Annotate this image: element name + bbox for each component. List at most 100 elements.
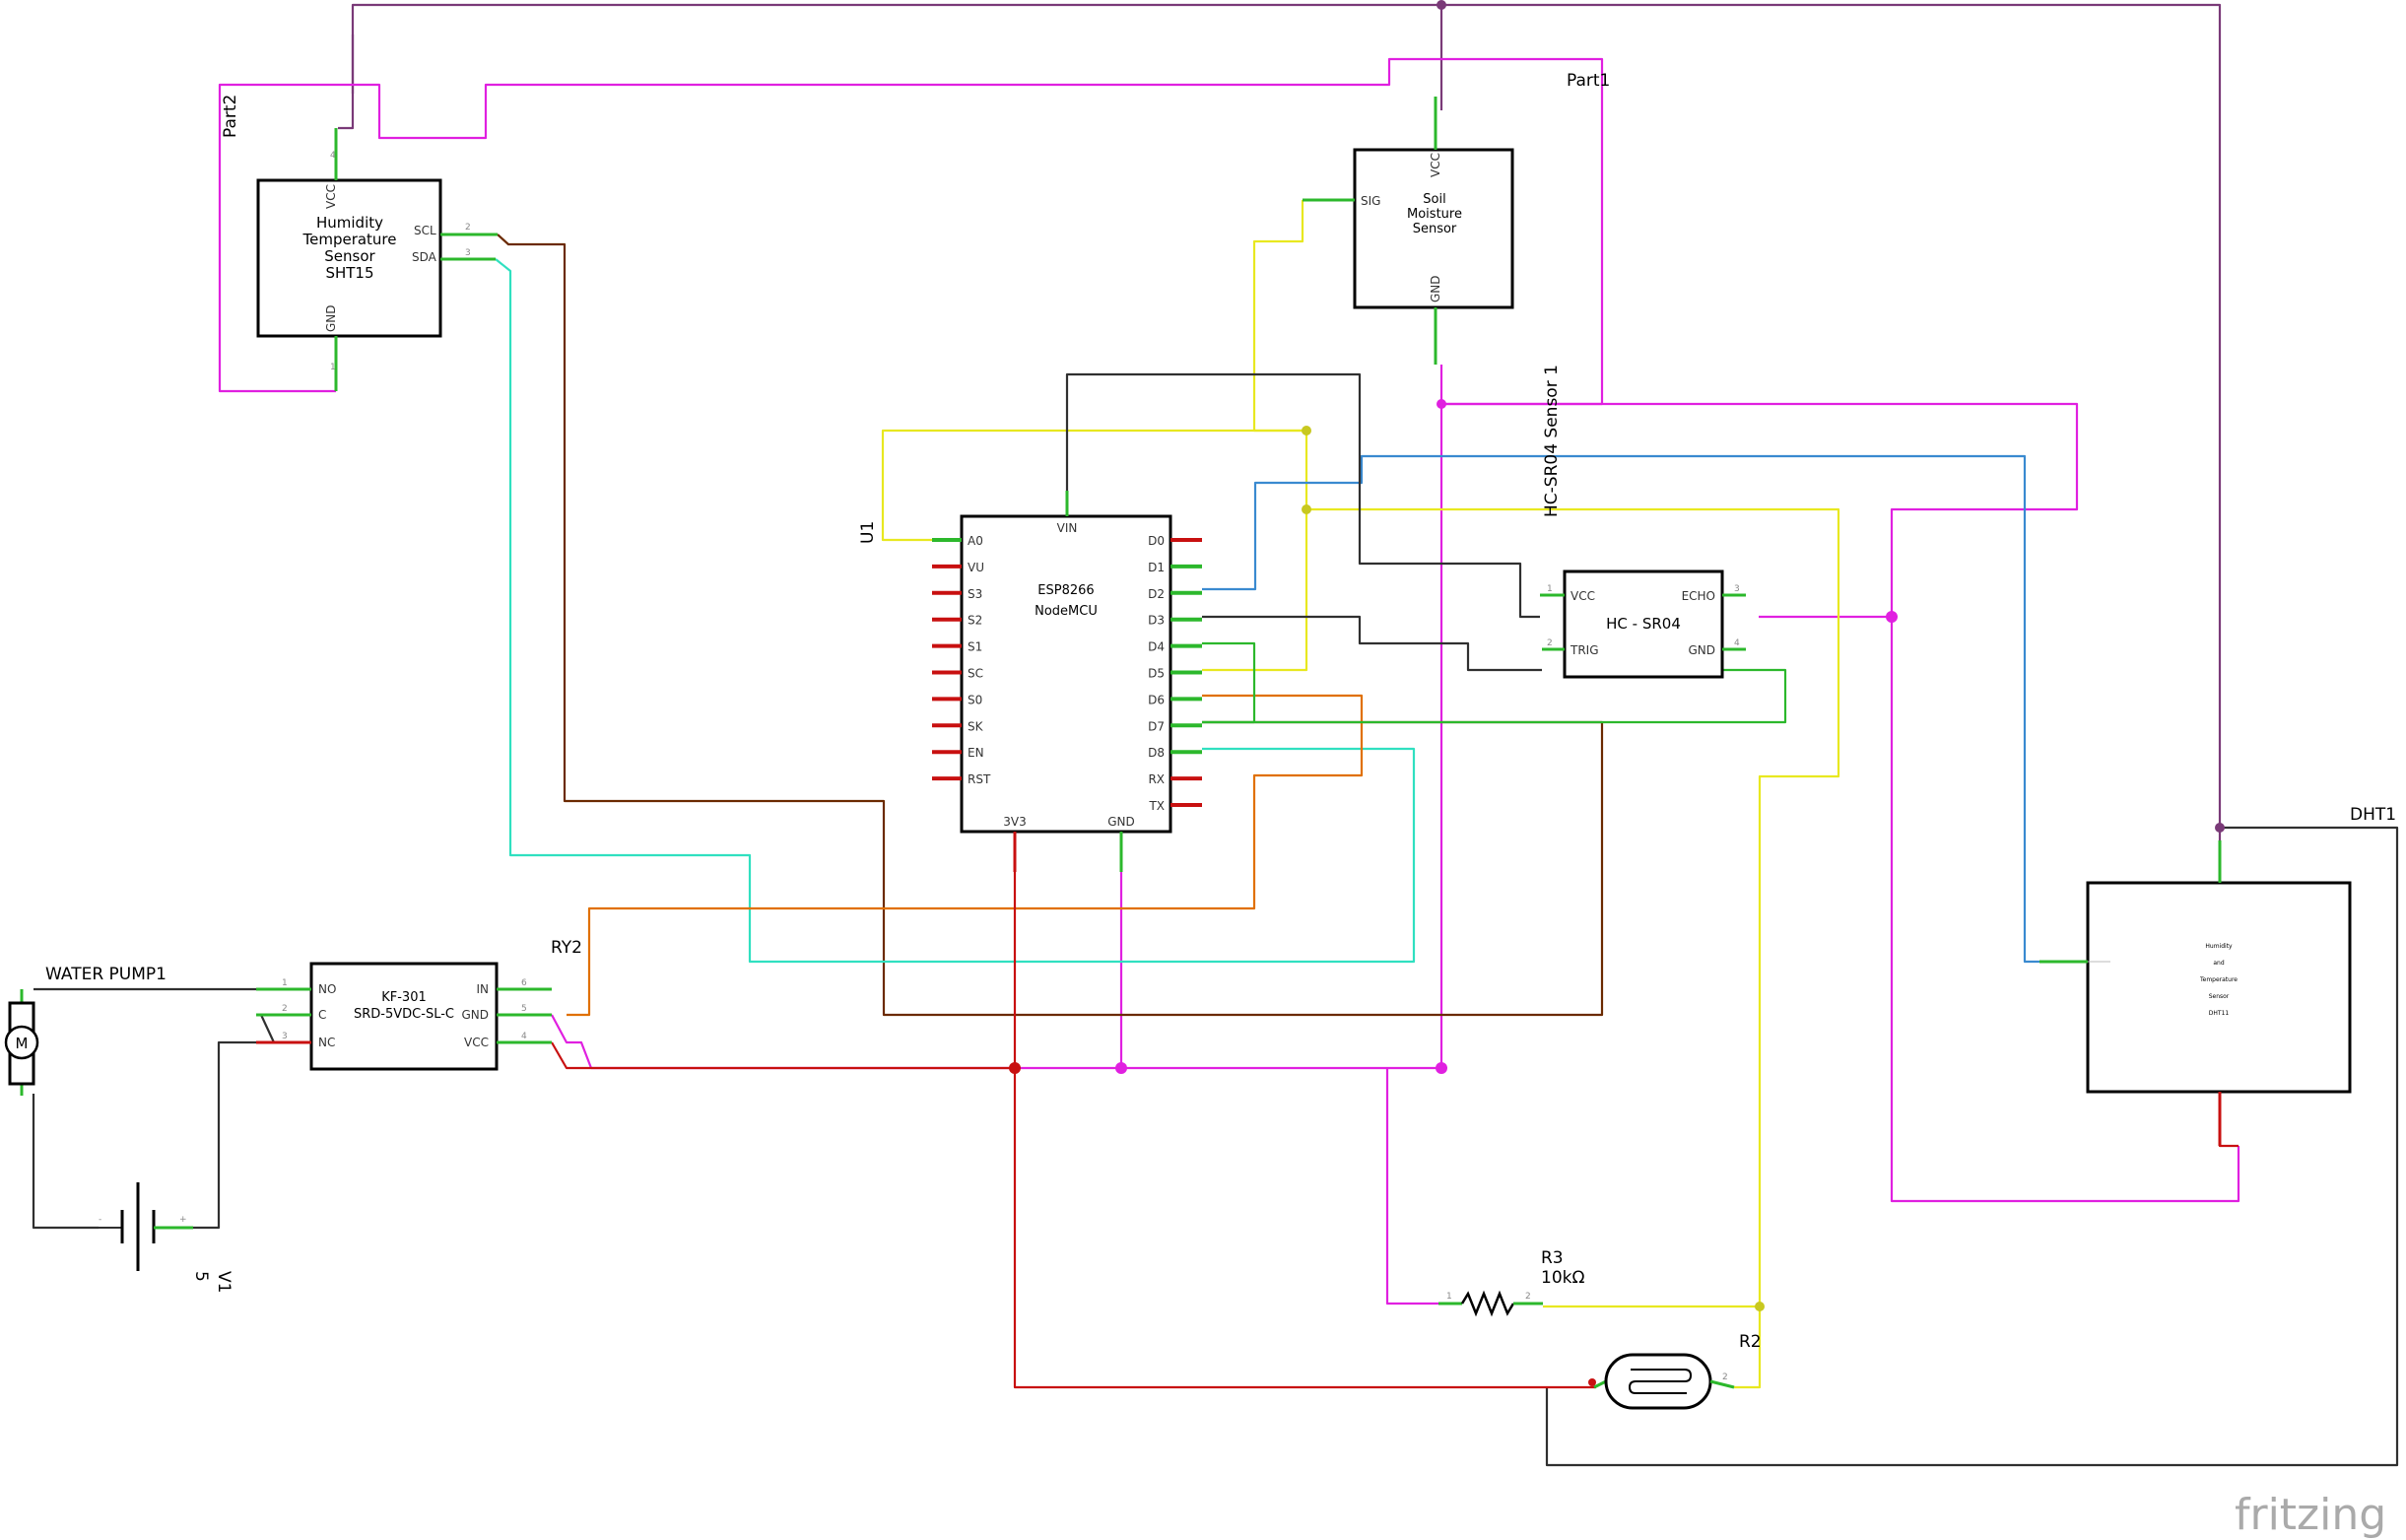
junction-dot	[1302, 426, 1311, 435]
wire-black-battery	[32, 1094, 99, 1230]
nodemcu-pin-label: S1	[968, 640, 982, 654]
wire-yellow-d5	[1306, 507, 1840, 1308]
wire-red-dht-gnd	[2218, 1094, 2239, 1148]
nodemcu-3v3-label: 3V3	[1003, 815, 1026, 829]
relay-module: KF-301 SRD-5VDC-SL-C NO C NC IN GND VCC …	[256, 962, 552, 1071]
hcsr04-pin-number: 2	[1547, 638, 1553, 648]
relay-pin-number: 1	[282, 978, 288, 988]
hcsr04-trig-label: TRIG	[1570, 643, 1599, 657]
relay-title-1: KF-301	[381, 990, 427, 1005]
sht15-body	[256, 178, 442, 338]
wire-blue-d2	[1202, 454, 2039, 964]
relay-pin-number: 5	[521, 1004, 527, 1014]
wire-black-battery2	[167, 1013, 296, 1230]
junction-dot	[2215, 823, 2225, 833]
ldr-lead-2	[1709, 1379, 1735, 1389]
hcsr04-gnd-label: GND	[1688, 643, 1715, 657]
ldr-junction	[1588, 1378, 1596, 1386]
hcsr04-pin-number: 3	[1734, 584, 1740, 594]
sht15-pin-number: 1	[330, 363, 336, 372]
relay-pin-number: 2	[282, 1004, 288, 1014]
wire-cyan-sda	[495, 258, 1416, 964]
nodemcu-title-1: ESP8266	[1037, 583, 1094, 598]
soil-title-2: Moisture	[1407, 207, 1462, 222]
battery-plus: +	[179, 1215, 187, 1225]
wire-green-d4	[1202, 641, 1256, 724]
wire-black-dht	[1545, 826, 2399, 1467]
ry2-label: RY2	[551, 938, 582, 958]
hcsr04-sensor: HC - SR04 VCC TRIG ECHO GND 1 2 3 4	[1540, 569, 1746, 679]
relay-pin-number: 6	[521, 978, 527, 988]
part1-label: Part1	[1567, 71, 1610, 91]
motor-symbol: M	[16, 1035, 29, 1052]
relay-pin-number: 3	[282, 1032, 288, 1041]
sht15-pin-number: 4	[330, 151, 336, 161]
wire-yellow-a0	[881, 429, 1308, 672]
hcsr04-vcc-label: VCC	[1571, 589, 1595, 603]
dht-title-3: Temperature	[2199, 976, 2238, 983]
nodemcu-pin-label: S0	[968, 693, 982, 706]
sht15-pin-number: 3	[465, 248, 471, 258]
nodemcu-pin-label: D2	[1148, 587, 1165, 601]
dht-title-4: Sensor	[2209, 993, 2230, 1000]
nodemcu-pin-label: D6	[1148, 693, 1165, 706]
nodemcu-pin-label: D0	[1148, 534, 1165, 548]
wire-yellow-soil-sig	[1252, 200, 1306, 433]
sht15-title-1: Humidity	[316, 214, 383, 232]
nodemcu-pin-label: D5	[1148, 667, 1165, 681]
wire-magenta-sht-left	[218, 57, 1604, 406]
r3-value: 10kΩ	[1541, 1268, 1584, 1288]
resistor-r3: 1 2	[1438, 1290, 1543, 1317]
wire-magenta-hline	[1441, 402, 2240, 1203]
v1-value: 5	[191, 1271, 211, 1282]
relay-in-label: IN	[476, 982, 489, 996]
hcsr04-part-label: HC-SR04 Sensor 1	[1542, 365, 1562, 517]
nodemcu-body	[960, 514, 1172, 834]
junction-dot	[1755, 1302, 1765, 1311]
dht-title-2: and	[2213, 960, 2224, 967]
nodemcu-pin-label: D7	[1148, 719, 1165, 733]
relay-no-label: NO	[318, 982, 336, 996]
hcsr04-pin-number: 1	[1547, 584, 1553, 594]
soil-title-3: Sensor	[1413, 222, 1457, 236]
wire-purple-top	[351, 3, 2222, 828]
nodemcu-pin-label: D4	[1148, 640, 1165, 654]
hcsr04-pin-number: 4	[1734, 638, 1740, 648]
wire-red-relay-vcc	[551, 1041, 1015, 1070]
junction-dot	[1437, 399, 1446, 409]
nodemcu-pin-label: TX	[1148, 799, 1165, 813]
battery-minus: -	[99, 1215, 101, 1225]
battery: - +	[99, 1182, 193, 1271]
hcsr04-title: HC - SR04	[1606, 615, 1681, 633]
nodemcu-pin-label: RX	[1148, 772, 1165, 786]
wire-magenta-r3	[1385, 1068, 1448, 1306]
nodemcu-pin-label: D3	[1148, 614, 1165, 628]
wire-green-hc-gnd	[1202, 668, 1787, 724]
wire-black-d3	[1202, 615, 1542, 672]
junction-dot	[1115, 1062, 1127, 1074]
junction-dot	[1009, 1062, 1021, 1074]
junction-dot	[1436, 1062, 1447, 1074]
dht-title-5: DHT11	[2209, 1010, 2230, 1017]
photoresistor-r2: 2	[1588, 1353, 1735, 1410]
soil-moisture-sensor: Soil Moisture Sensor VCC GND SIG	[1303, 97, 1514, 365]
wires	[32, 3, 2399, 1467]
wire-magenta-relay-gnd	[551, 1014, 593, 1069]
sht15-sda-label: SDA	[412, 250, 437, 264]
relay-title-2: SRD-5VDC-SL-C	[354, 1007, 454, 1022]
r3-zigzag	[1460, 1290, 1515, 1317]
sht15-vcc-label: VCC	[324, 184, 338, 209]
nodemcu-pin-label: S2	[968, 614, 982, 628]
junction-dot	[1886, 611, 1898, 623]
sht15-title-4: SHT15	[325, 264, 373, 282]
wire-yellow-ldr	[1734, 1306, 1762, 1389]
wire-black-vin	[1065, 372, 1540, 619]
nodemcu-title-2: NodeMCU	[1035, 604, 1098, 619]
nodemcu-pin-label: S3	[968, 587, 982, 601]
soil-title-1: Soil	[1423, 192, 1445, 207]
soil-sig-label: SIG	[1361, 194, 1380, 208]
nodemcu-gnd-label: GND	[1107, 815, 1135, 829]
hcsr04-echo-label: ECHO	[1682, 589, 1715, 603]
ldr-lead-1	[1593, 1379, 1607, 1389]
